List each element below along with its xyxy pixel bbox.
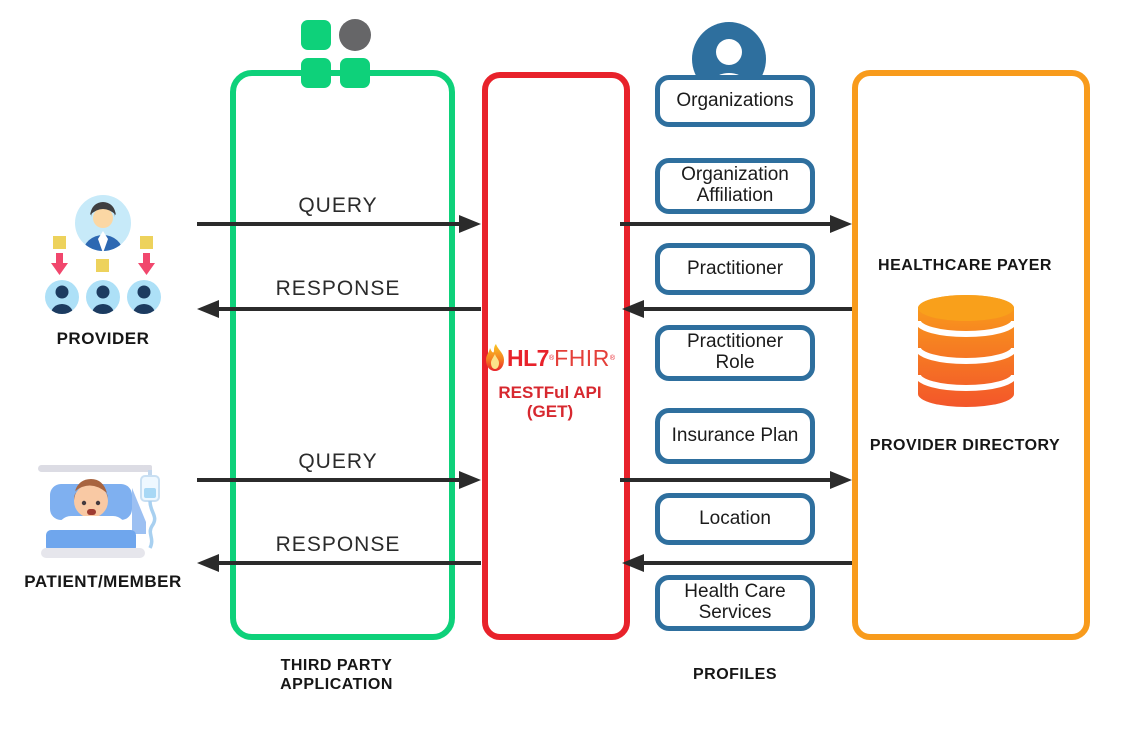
provider-label: PROVIDER [56,329,150,348]
app-squares-icon [295,13,375,93]
lower-response-label: RESPONSE [275,533,401,556]
profile-box-organization-affiliation: Organization Affiliation [655,158,815,214]
hl7-fhir-logo: HL7® FHIR® [484,344,616,372]
upper-response-label: RESPONSE [275,277,401,300]
upper-query-arrow-left [197,222,459,226]
upper-response-arrowhead-left [197,300,219,318]
profile-box-insurance-plan: Insurance Plan [655,408,815,464]
restful-api-box [482,72,630,640]
lower-query-arrow-left [197,478,459,482]
provider-group-icon [45,193,161,323]
healthcare-payer-label: HEALTHCARE PAYER [878,257,1052,274]
lower-query-label: QUERY [298,450,378,473]
profiles-label: PROFILES [692,666,777,683]
healthcare-payer-box [852,70,1090,640]
lower-query-arrowhead-right [830,471,852,489]
upper-response-arrowhead-right [622,300,644,318]
upper-response-arrow-right [644,307,852,311]
hl7-reg-mark: ® [548,354,555,362]
upper-query-label: QUERY [298,194,378,217]
profile-box-health-care-services: Health Care Services [655,575,815,631]
database-icon [915,294,1017,408]
patient-label: PATIENT/MEMBER [24,572,182,591]
patient-bed-icon [38,458,168,563]
third-party-app-label-line2: APPLICATION [280,676,393,694]
restful-api-method: (GET) [526,402,574,421]
restful-api-caption: RESTFul API [498,383,602,402]
fhir-reg-mark: ® [609,354,615,362]
profile-box-organizations: Organizations [655,75,815,127]
lower-query-arrowhead-left [459,471,481,489]
lower-response-arrow-left [219,561,481,565]
hl7-flame-icon [485,344,505,372]
upper-query-arrowhead-right [830,215,852,233]
lower-response-arrow-right [644,561,852,565]
fhir-wordmark: FHIR [554,344,610,371]
third-party-app-label: THIRD PARTY APPLICATION [230,656,443,694]
hl7-wordmark: HL7 [507,344,549,371]
third-party-app-label-line1: THIRD PARTY [280,657,393,674]
profile-box-location: Location [655,493,815,545]
upper-query-arrowhead-left [459,215,481,233]
profile-box-practitioner: Practitioner [655,243,815,295]
profile-box-practitioner-role: Practitioner Role [655,325,815,381]
lower-response-arrowhead-right [622,554,644,572]
upper-response-arrow-left [219,307,481,311]
upper-query-arrow-right [620,222,830,226]
provider-directory-label: PROVIDER DIRECTORY [869,437,1061,454]
lower-response-arrowhead-left [197,554,219,572]
lower-query-arrow-right [620,478,830,482]
